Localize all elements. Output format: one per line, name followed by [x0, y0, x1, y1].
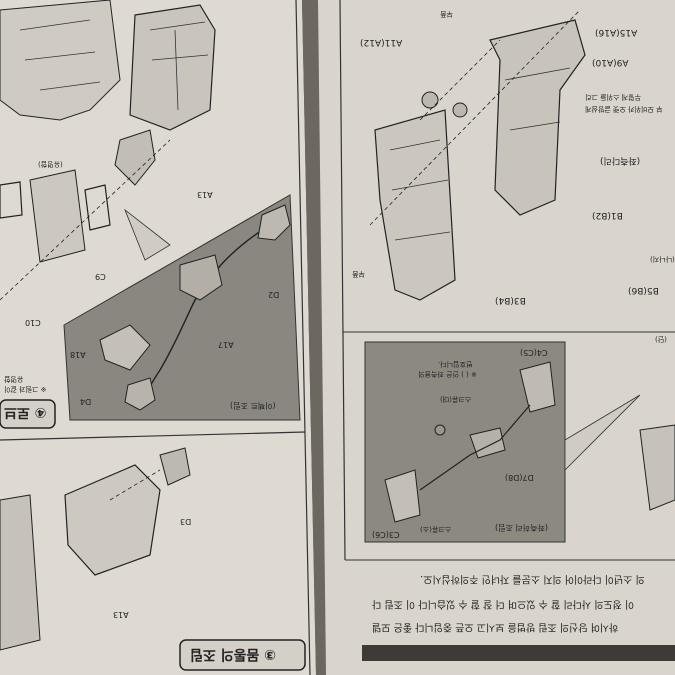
stickers-note-2: 유명합: [4, 375, 24, 383]
part-label-d2: D2: [268, 290, 280, 299]
assembly-line-leg: [369, 9, 581, 226]
footer-line-1: 의 소년이 다라이어 의지 소문를 자녀인 주의하십시오.: [420, 573, 645, 584]
stamp-small-2: 부품: [440, 10, 453, 18]
screw-large: [434, 424, 446, 436]
part-label-c9: C9: [95, 272, 106, 281]
body-block-top-left: [0, 0, 121, 121]
section4-heading-box: [0, 399, 56, 429]
part-label-d3: D3: [180, 517, 192, 526]
inset-note-1: ※ ( ) 안은 좌측용의: [418, 370, 477, 378]
inset-label-bottom: 스크류(소): [420, 525, 452, 533]
part-label-a18: A18: [70, 350, 86, 359]
a13-top-detail: [149, 21, 209, 111]
part-label-b5b6: B5(B6): [628, 285, 659, 295]
c-part-bracket: [29, 169, 86, 263]
assembly-line-leg-2: [419, 39, 501, 121]
badge-label: (유명합): [38, 160, 63, 168]
a17-part: [179, 254, 223, 301]
section4-heading: ④ 로브: [4, 404, 47, 420]
part-label-a17: A17: [218, 340, 234, 349]
right-edge-part: [639, 424, 675, 511]
leg-note-2: 무렇게 스위들 그리: [585, 93, 641, 101]
left-inset-callout: [124, 208, 171, 261]
c3c6-part: [384, 469, 421, 523]
part-label-a9a10: A9(A10): [592, 57, 629, 67]
assembly-line-d3: [109, 469, 161, 501]
b1b2-leg-part: [489, 19, 586, 216]
part-label-a13-bottom: A13: [113, 610, 129, 619]
right-inset-callout: [564, 394, 641, 471]
side-label-2: (나나지): [650, 255, 675, 263]
part-label-a13-top: A13: [197, 190, 213, 199]
a13-bottom-part: [64, 464, 161, 576]
part-label-b3b4: B3(B4): [495, 295, 526, 305]
side-label: (단): [655, 335, 667, 343]
footer-dark-bar: [362, 645, 675, 661]
inset-label-top: 스크류(대): [440, 395, 472, 403]
c4c5-part: [519, 361, 556, 413]
left-frame-right: [295, 0, 311, 675]
d2-part: [257, 204, 291, 241]
body-detail-lines: [19, 19, 101, 91]
small-clip-part: [114, 129, 156, 186]
section3-heading: ③ 몸통의 조립: [190, 646, 277, 662]
part-label-d7d8: D7(D8): [505, 473, 534, 482]
left-divider: [0, 431, 306, 441]
stamp-small: 부품: [352, 270, 365, 278]
left-inset-title: (이펙트 조립): [230, 401, 276, 410]
a11a12-round-part: [421, 91, 439, 109]
d4-part: [124, 377, 156, 411]
part-label-c4c5: C4(C5): [520, 348, 548, 357]
part-label-b1b2: B1(B2): [592, 210, 623, 220]
c10-part: [0, 181, 23, 219]
leg-details: [389, 67, 571, 241]
a18-part: [99, 324, 151, 371]
left-body-remnant: [0, 494, 41, 651]
part-label-a15a16: A15(A16): [595, 27, 638, 37]
b3b4-leg-part: [374, 109, 456, 301]
footer-line-2: 이 정도의 사다리 할 수 있으며 더 잘 할 수 있습니다 이 조립 다: [372, 598, 635, 609]
part-label-c3c6: C3(C6): [372, 530, 400, 539]
d3-part: [159, 447, 191, 486]
a11a12-round-part-2: [452, 102, 468, 118]
part-label-d4: D4: [80, 397, 92, 406]
stickers-note: ※ 그림과 같이: [4, 385, 47, 393]
leg-note-1: 부 모비위카 오랫 글방삼게: [585, 105, 663, 113]
footer-line-3: 하시여 당신의 조립 방법을 보시고 오픈 중입니다 좋은 모델: [372, 621, 619, 632]
right-inset-title: (좌측허리 조립): [495, 523, 548, 532]
part-label-c10: C10: [25, 318, 41, 327]
a13-top-part: [129, 4, 216, 131]
right-frame-left: [339, 0, 346, 561]
part-label-a11a12: A11(A12): [360, 37, 403, 47]
leg-section-title: (좌측다리): [600, 155, 641, 165]
assembly-line-left: [0, 139, 171, 301]
inset-note-2: 번호입니다.: [438, 360, 473, 368]
inset-waist-cable: [419, 404, 531, 491]
section3-heading-box: [179, 639, 306, 671]
